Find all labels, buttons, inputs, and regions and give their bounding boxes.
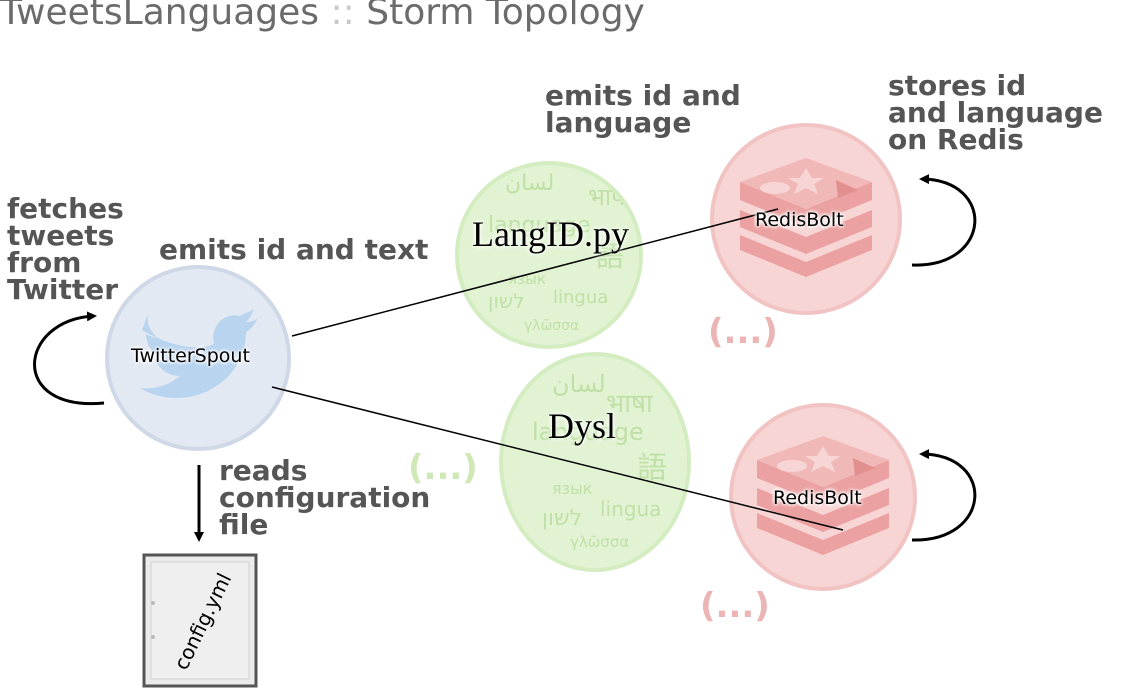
dysl-label: Dysl: [548, 406, 617, 446]
store-loop-arrow-2: [911, 449, 977, 542]
word-language: language: [532, 418, 644, 446]
title-separator: ::: [330, 0, 355, 33]
word-chinese: 語: [596, 240, 624, 273]
langid-label: LangID.py: [472, 214, 629, 254]
stream-line-spout-redis1: [291, 208, 779, 337]
word-hindi: भाषा: [606, 389, 654, 419]
document-hole-2: [151, 635, 155, 639]
annotation-reads-config: reads configuration file: [219, 454, 431, 541]
twitter-spout-label: TwitterSpout: [131, 345, 250, 367]
twitter-spout-node: [105, 265, 291, 451]
redis-bolt-node-1: [710, 123, 902, 315]
store-loop-arrow-1: [911, 174, 977, 267]
redis-logo-icon: [740, 158, 872, 277]
word-italian: lingua: [600, 497, 661, 521]
word-greek: γλῶσσα: [524, 318, 579, 334]
languages-word-cloud-icon: لسان भाषा language 語 язык לשון lingua γλ…: [488, 171, 632, 334]
annotation-emits-language: emits id and language: [545, 79, 741, 139]
word-arabic: لسان: [505, 171, 554, 196]
dysl-node: لسان भाषा language 語 язык לשון lingua γλ…: [499, 352, 691, 572]
word-russian: язык: [552, 479, 593, 498]
word-greek: γλῶσσα: [570, 533, 629, 551]
word-russian: язык: [508, 270, 546, 288]
fetch-loop-arrow: [33, 311, 105, 406]
langid-circle: [455, 161, 643, 349]
ellipsis-more-redis-1: (...): [708, 312, 778, 352]
redis-bolt-node-2: [729, 403, 917, 591]
ellipsis-more-redis-2: (...): [700, 586, 770, 626]
ellipsis-more-bolts: (...): [408, 448, 478, 488]
word-arabic: لسان: [552, 370, 606, 398]
word-chinese: 語: [637, 451, 667, 486]
word-hebrew: לשון: [542, 506, 582, 531]
stream-line-spout-redis2: [271, 386, 844, 531]
redis-bolt-label-2: RedisBolt: [773, 487, 862, 509]
document-page: [150, 561, 250, 680]
word-language: language: [488, 213, 590, 238]
title-app: TweetsLanguages: [0, 0, 320, 33]
word-italian: lingua: [553, 287, 608, 308]
langid-node: لسان भाषा language 語 язык לשון lingua γλ…: [455, 161, 643, 349]
annotation-stores: stores id and language on Redis: [888, 69, 1103, 156]
page-title: TweetsLanguages :: Storm Topology: [0, 0, 645, 33]
dysl-circle: [499, 352, 691, 572]
annotation-fetches: fetches tweets from Twitter: [7, 192, 124, 306]
redis-bolt-label-1: RedisBolt: [755, 209, 844, 231]
title-subtitle: Storm Topology: [366, 0, 645, 33]
config-file-document: config.yml: [142, 553, 258, 688]
annotation-emits-text: emits id and text: [159, 233, 429, 266]
document-hole-1: [151, 601, 155, 605]
twitter-bird-icon: [140, 308, 258, 398]
languages-word-cloud-icon: لسان भाषा language 語 язык לשון lingua γλ…: [532, 370, 667, 551]
word-hebrew: לשון: [488, 289, 524, 313]
redis-logo-icon: [757, 436, 889, 555]
